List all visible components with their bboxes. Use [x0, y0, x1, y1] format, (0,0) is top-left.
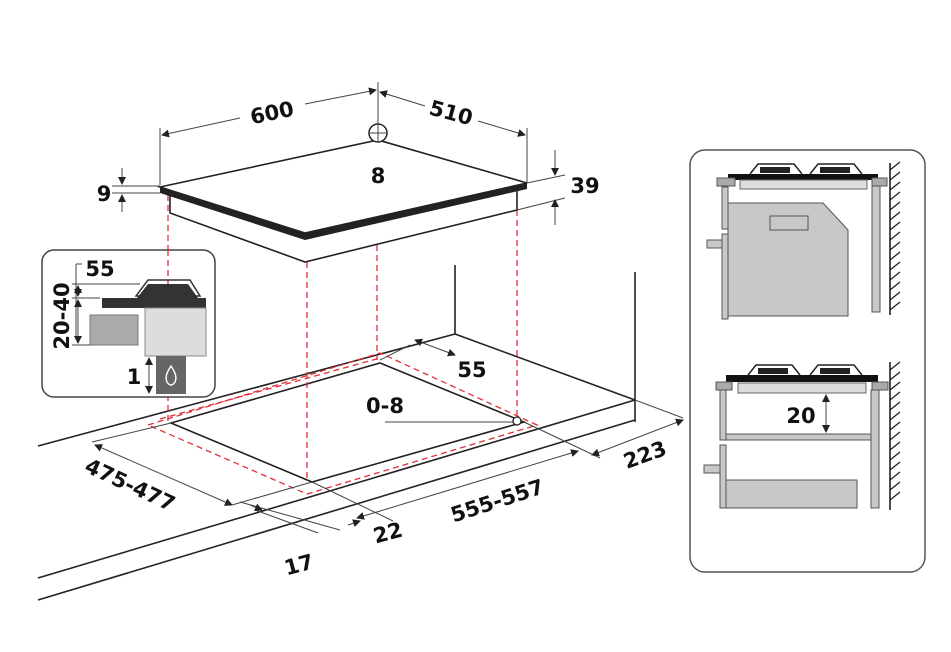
- inset-side-label: 20-40: [50, 282, 74, 349]
- shelf-gap-label: 20: [786, 404, 815, 428]
- hob-above-oven: [706, 161, 901, 320]
- back-margin-label: 55: [457, 358, 486, 382]
- fixing-point-icon: [512, 416, 522, 426]
- dim-side-clearance: 223: [591, 399, 684, 474]
- hob-depth-label: 510: [427, 96, 476, 131]
- hob-edge-label: 9: [97, 182, 112, 206]
- hob-width-label: 600: [248, 97, 296, 130]
- front-gap-b-label: 17: [282, 550, 316, 581]
- dim-fixing: 0-8: [366, 394, 522, 426]
- cutout-width-label: 555-557: [448, 475, 547, 528]
- flame-icon: [156, 356, 186, 394]
- dim-front-gaps: 22 17: [239, 501, 405, 581]
- side-clearance-label: 223: [620, 436, 669, 474]
- fixing-label: 0-8: [366, 394, 404, 418]
- dim-cutout-depth: 475-477: [81, 422, 313, 516]
- cutout-depth-label: 475-477: [81, 454, 179, 516]
- dim-hob-edge: 9: [97, 168, 160, 212]
- hob-body: [156, 139, 528, 263]
- front-gap-a-label: 22: [371, 518, 405, 549]
- hob-height-label: 39: [570, 174, 599, 198]
- gas-inlet-icon: [368, 82, 388, 143]
- detail-inset: 55 20-40 1: [41, 249, 216, 398]
- inset-top-label: 55: [85, 257, 114, 281]
- installation-panel: 20: [689, 149, 926, 573]
- gas-inlet-label: 8: [371, 164, 386, 188]
- dim-hob-height: 39: [516, 150, 600, 225]
- hob-above-drawer: 20: [703, 361, 901, 510]
- dim-back-margin: 55: [379, 338, 487, 382]
- inset-bottom-label: 1: [127, 365, 142, 389]
